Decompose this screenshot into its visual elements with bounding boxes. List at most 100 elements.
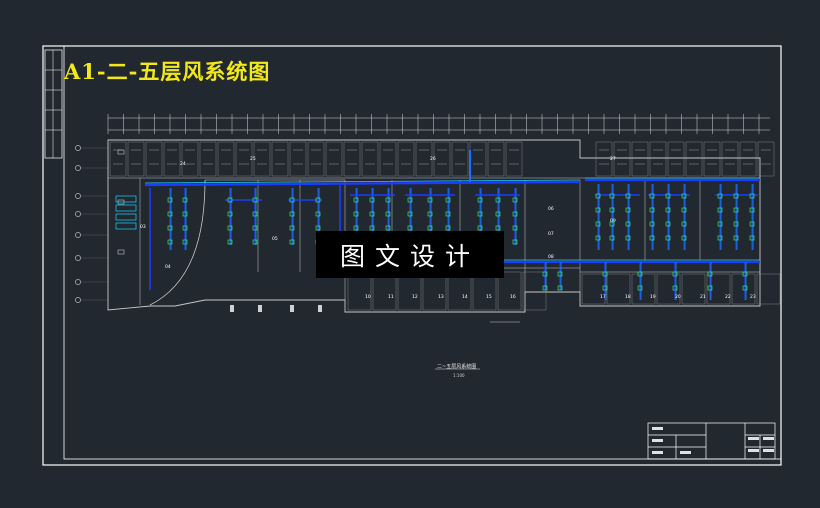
title-block-mark (680, 451, 691, 454)
room-number: 03 (140, 224, 146, 230)
diffuser (407, 211, 413, 217)
service-room (253, 141, 271, 177)
service-room (361, 141, 379, 177)
watermark-badge: 图文设计 (316, 231, 504, 278)
room-number: 19 (650, 294, 656, 300)
room-number: 23 (750, 294, 756, 300)
diffuser (227, 197, 233, 203)
service-room (145, 141, 163, 177)
column (230, 305, 234, 312)
diffuser (252, 211, 258, 217)
diffuser (385, 211, 391, 217)
diffuser (733, 221, 739, 227)
service-room (109, 141, 127, 177)
service-room (307, 141, 325, 177)
axis-bubble (75, 297, 81, 303)
service-room (397, 141, 415, 177)
diffuser (602, 271, 608, 277)
diffuser (427, 211, 433, 217)
room-number: 07 (548, 231, 554, 237)
diffuser (681, 235, 687, 241)
title-block-mark (652, 439, 663, 442)
diffuser (625, 193, 631, 199)
diffuser (385, 225, 391, 231)
room-number: 16 (510, 294, 516, 300)
service-room (757, 141, 775, 177)
diffuser (681, 221, 687, 227)
diffuser (512, 211, 518, 217)
title-block-mark (748, 449, 759, 452)
room-number: 15 (486, 294, 492, 300)
service-room (613, 141, 631, 177)
bottom-room (756, 273, 781, 305)
diffuser (557, 271, 563, 277)
diffuser (749, 221, 755, 227)
diffuser (595, 221, 601, 227)
bottom-room (631, 273, 656, 305)
title-block-mark (748, 437, 759, 440)
diffuser (637, 271, 643, 277)
room-number: 08 (548, 254, 554, 260)
service-room (667, 141, 685, 177)
diffuser (477, 197, 483, 203)
room-number: 05 (272, 236, 278, 242)
diffuser (665, 235, 671, 241)
bottom-room (681, 273, 706, 305)
diffuser (167, 239, 173, 245)
diffuser (609, 235, 615, 241)
service-room (199, 141, 217, 177)
diffuser (477, 211, 483, 217)
diffuser (167, 211, 173, 217)
diffuser (252, 197, 258, 203)
diffuser (665, 207, 671, 213)
axis-bubble (75, 145, 81, 151)
axis-bubble (75, 279, 81, 285)
drawing-title: A1-二-五层风系统图 (64, 59, 271, 84)
inner-frame (63, 45, 782, 460)
service-room (649, 141, 667, 177)
diffuser (369, 197, 375, 203)
diffuser (407, 197, 413, 203)
axis-bubble (75, 193, 81, 199)
diffuser (227, 225, 233, 231)
axis-bubble (75, 211, 81, 217)
service-room (325, 141, 343, 177)
room-number: 12 (412, 294, 418, 300)
equipment-box (117, 149, 125, 155)
diffuser (717, 207, 723, 213)
diffuser (477, 225, 483, 231)
fan-coil-unit (115, 204, 137, 212)
diffuser (649, 193, 655, 199)
bottom-room (731, 273, 756, 305)
dimension-ticks (107, 114, 760, 134)
diffuser (353, 225, 359, 231)
room-number: 18 (625, 294, 631, 300)
diffuser (717, 221, 723, 227)
diffuser (602, 285, 608, 291)
bottom-room (706, 273, 731, 305)
diffuser (749, 235, 755, 241)
diffuser (681, 207, 687, 213)
diffuser (609, 193, 615, 199)
room-number: 17 (600, 294, 606, 300)
column (318, 305, 322, 312)
service-room (487, 141, 505, 177)
service-room (379, 141, 397, 177)
bottom-room (522, 271, 547, 311)
diffuser (167, 197, 173, 203)
diffuser (717, 235, 723, 241)
diffuser (681, 193, 687, 199)
title-block (647, 422, 776, 460)
diffuser (637, 285, 643, 291)
diffuser (665, 221, 671, 227)
diffuser (733, 235, 739, 241)
axis-bubble (75, 255, 81, 261)
service-room (703, 141, 721, 177)
diffuser (742, 271, 748, 277)
diffuser (742, 285, 748, 291)
diffuser (595, 193, 601, 199)
service-room (415, 141, 433, 177)
diffuser (609, 221, 615, 227)
diffuser (707, 271, 713, 277)
